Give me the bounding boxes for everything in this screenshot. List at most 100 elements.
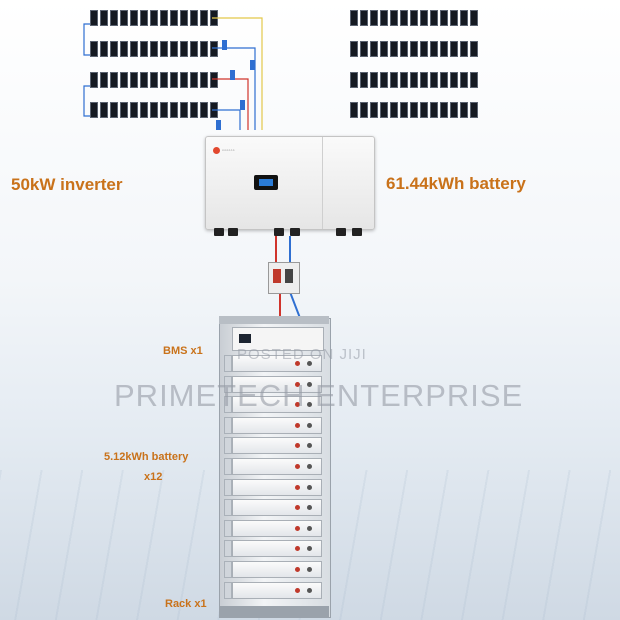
solar-panel (160, 102, 168, 118)
solar-panel (180, 41, 188, 57)
solar-panel (450, 72, 458, 88)
solar-string (350, 41, 478, 57)
solar-panel (210, 41, 218, 57)
solar-panel (200, 72, 208, 88)
solar-panel (130, 72, 138, 88)
solar-panel (440, 102, 448, 118)
inverter-terminals (210, 228, 370, 236)
solar-panel (430, 72, 438, 88)
solar-panel (200, 102, 208, 118)
solar-panel (110, 10, 118, 26)
rack-side-panel (224, 478, 232, 496)
mc4-connector (250, 60, 255, 70)
solar-panel (180, 72, 188, 88)
solar-panel (160, 10, 168, 26)
solar-panel (380, 41, 388, 57)
solar-panel (100, 10, 108, 26)
solar-panel (150, 10, 158, 26)
solar-panel (440, 41, 448, 57)
solar-panel (170, 41, 178, 57)
solar-panel (420, 102, 428, 118)
solar-panel (460, 72, 468, 88)
bms-unit (232, 327, 324, 351)
solar-panel (140, 10, 148, 26)
mc4-connector (230, 70, 235, 80)
solar-panel (170, 72, 178, 88)
watermark-company: PRIMETECH ENTERPRISE (114, 378, 524, 413)
solar-panel (160, 41, 168, 57)
solar-string (90, 41, 218, 57)
solar-panel (140, 72, 148, 88)
battery-module (232, 499, 322, 517)
rack-side-panel (224, 540, 232, 558)
rack-base (219, 606, 329, 618)
rack-label: Rack x1 (165, 598, 207, 610)
solar-panel (350, 10, 358, 26)
inverter-front-panel: ◦◦◦◦◦◦ (206, 137, 323, 229)
rack-top (219, 316, 329, 324)
string-wire (83, 85, 90, 117)
solar-panel (450, 41, 458, 57)
solar-string (350, 102, 478, 118)
dc-breaker (268, 262, 300, 294)
battery-module (232, 375, 322, 393)
inverter-logo: ◦◦◦◦◦◦ (213, 147, 235, 154)
battery-module (232, 437, 322, 455)
solar-panel (160, 72, 168, 88)
solar-panel (440, 72, 448, 88)
solar-panel (90, 41, 98, 57)
solar-panel (120, 72, 128, 88)
bms-display (239, 334, 251, 343)
solar-panel (350, 102, 358, 118)
solar-panel (420, 10, 428, 26)
solar-panel (190, 72, 198, 88)
solar-panel (200, 41, 208, 57)
solar-panel (410, 41, 418, 57)
rack-side-panel (224, 437, 232, 455)
solar-panel (470, 41, 478, 57)
solar-panel (140, 102, 148, 118)
inverter-unit: ◦◦◦◦◦◦ (205, 136, 375, 230)
solar-panel (390, 41, 398, 57)
solar-panel (450, 102, 458, 118)
solar-panel (120, 10, 128, 26)
solar-panel (180, 102, 188, 118)
solar-panel (190, 41, 198, 57)
solar-panel (410, 10, 418, 26)
rack-side-panel (224, 499, 232, 517)
battery-module (232, 519, 322, 537)
solar-panel (380, 102, 388, 118)
battery-module (232, 458, 322, 475)
solar-panel (370, 102, 378, 118)
solar-panel (150, 72, 158, 88)
solar-panel (380, 72, 388, 88)
string-wire (212, 17, 263, 130)
battery-module-count-label: x12 (144, 471, 163, 483)
solar-panel (470, 10, 478, 26)
solar-panel (120, 41, 128, 57)
solar-panel (170, 10, 178, 26)
battery-module (232, 540, 322, 558)
solar-panel (210, 72, 218, 88)
solar-panel (470, 102, 478, 118)
rack-side-panel (224, 561, 232, 578)
battery-module (232, 581, 322, 599)
solar-panel (100, 41, 108, 57)
solar-panel (400, 102, 408, 118)
solar-panel (140, 41, 148, 57)
rack-side-panel (224, 375, 232, 393)
solar-string (350, 10, 478, 26)
solar-panel (150, 102, 158, 118)
solar-panel (370, 10, 378, 26)
solar-panel (470, 72, 478, 88)
solar-panel (460, 10, 468, 26)
solar-panel (390, 102, 398, 118)
solar-panel (110, 41, 118, 57)
solar-panel (100, 72, 108, 88)
rack-side-panel (224, 581, 232, 599)
solar-panel (430, 10, 438, 26)
solar-panel (350, 72, 358, 88)
inverter-display (254, 175, 278, 190)
solar-string (90, 72, 218, 88)
string-wire (212, 78, 249, 130)
